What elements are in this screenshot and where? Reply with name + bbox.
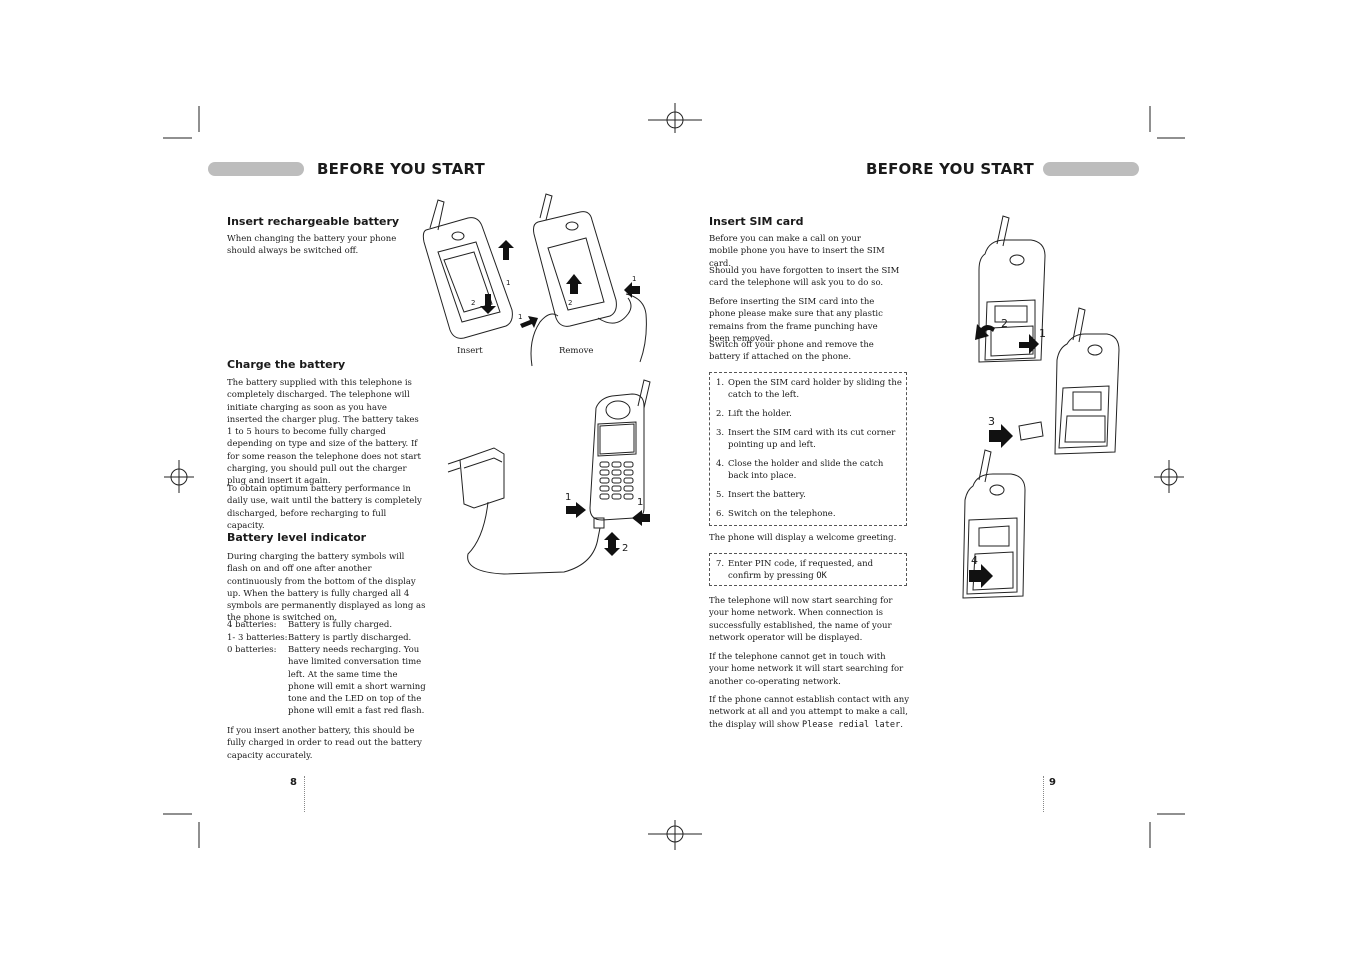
step-text: Insert the SIM card with its cut corner … — [728, 427, 896, 451]
sim-step: 2.Lift the holder. — [710, 408, 902, 420]
charge-battery-para1: The battery supplied with this telephone… — [227, 378, 421, 487]
insert-battery-text: When changing the battery your phone sho… — [227, 234, 397, 257]
label-sim-4: 4 — [971, 554, 978, 567]
after-para3: If the phone cannot establish contact wi… — [709, 694, 909, 731]
label-battery-1: 1 — [506, 279, 511, 287]
step-text: Lift the holder. — [728, 409, 792, 420]
after-para2: If the telephone cannot get in touch wit… — [709, 652, 904, 687]
header-bar-right — [1043, 162, 1139, 176]
label-remove-1a: 1 — [632, 275, 637, 283]
step-text: Close the holder and slide the catch bac… — [728, 458, 884, 482]
step-number: 1. — [716, 378, 725, 388]
caption-remove: Remove — [559, 346, 594, 356]
after-para3-end: . — [900, 719, 903, 730]
battery-state-key: 1- 3 batteries: — [227, 633, 288, 643]
ok-key-code: OK — [816, 571, 827, 582]
label-charger-1a: 1 — [565, 492, 572, 503]
heading-insert-battery: Insert rechargeable battery — [227, 215, 400, 228]
battery-state-value: Battery is fully charged. — [288, 620, 393, 630]
label-sim-3: 3 — [988, 415, 995, 428]
welcome-text: The phone will display a welcome greetin… — [709, 533, 897, 543]
sim-step: 1.Open the SIM card holder by sliding th… — [710, 377, 902, 402]
battery-state-empty: 0 batteries: Battery needs recharging. Y… — [227, 644, 428, 718]
sim-step: 4.Close the holder and slide the catch b… — [710, 458, 902, 483]
battery-state-value: Battery is partly discharged. — [288, 633, 412, 643]
step-number: 6. — [716, 508, 725, 519]
step-number: 5. — [716, 490, 725, 501]
label-sim-1: 1 — [1039, 327, 1046, 340]
charge-battery-para2: To obtain optimum battery performance in… — [227, 484, 422, 531]
step-text: Open the SIM card holder by sliding the … — [728, 378, 902, 401]
label-battery-2: 2 — [471, 299, 476, 307]
after-para1: The telephone will now start searching f… — [709, 596, 893, 643]
label-remove-1b: 1 — [518, 313, 523, 321]
after-para3-text: If the phone cannot establish contact wi… — [709, 695, 910, 730]
page-title-right: BEFORE YOU START — [866, 160, 1034, 178]
step-number: 4. — [716, 458, 725, 469]
step-number: 7. — [716, 559, 725, 569]
sim-insert-illustration — [962, 215, 1120, 599]
heading-battery-level: Battery level indicator — [227, 531, 367, 544]
page-title-left: BEFORE YOU START — [317, 160, 485, 178]
step-number: 2. — [716, 409, 725, 420]
sim-step: 5.Insert the battery. — [710, 489, 902, 501]
step-text: Switch on the telephone. — [728, 508, 836, 519]
sim-para2: Should you have forgotten to insert the … — [709, 266, 900, 289]
sim-step: 6.Switch on the telephone. — [710, 508, 902, 520]
battery-state-partial: 1- 3 batteries: Battery is partly discha… — [227, 632, 428, 644]
battery-state-full: 4 batteries: Battery is fully charged. — [227, 619, 428, 631]
sim-para4: Switch off your phone and remove the bat… — [709, 340, 874, 363]
step-text: Enter PIN code, if requested, and confir… — [728, 559, 874, 582]
label-sim-2: 2 — [1001, 317, 1008, 330]
page-divider-right — [1043, 776, 1044, 812]
label-remove-2: 2 — [568, 299, 573, 307]
page-divider-left — [304, 776, 305, 812]
heading-insert-sim: Insert SIM card — [709, 215, 804, 228]
sim-step: 3.Insert the SIM card with its cut corne… — [710, 427, 902, 452]
charger-illustration — [447, 379, 651, 575]
battery-level-para2: If you insert another battery, this shou… — [227, 726, 422, 761]
pin-step-box: 7.Enter PIN code, if requested, and conf… — [709, 553, 907, 586]
battery-state-value: Battery needs recharging. You have limit… — [288, 645, 426, 717]
label-charger-1b: 1 — [637, 497, 644, 508]
heading-charge-battery: Charge the battery — [227, 358, 346, 371]
battery-insert-remove-illustration — [422, 193, 647, 367]
page-number-left: 8 — [290, 777, 297, 788]
redial-message-code: Please redial later — [801, 719, 901, 730]
battery-state-key: 4 batteries: — [227, 620, 277, 630]
step-number: 3. — [716, 427, 725, 438]
battery-level-para1: During charging the battery symbols will… — [227, 552, 426, 624]
sim-para3: Before inserting the SIM card into the p… — [709, 297, 883, 344]
sim-step: 7.Enter PIN code, if requested, and conf… — [710, 558, 902, 583]
header-bar-left — [208, 162, 304, 176]
caption-insert: Insert — [457, 346, 483, 356]
battery-state-key: 0 batteries: — [227, 645, 277, 655]
step-text: Insert the battery. — [728, 490, 806, 501]
sim-para1: Before you can make a call on your mobil… — [709, 234, 885, 269]
label-charger-2: 2 — [622, 543, 629, 554]
sim-steps-box: 1.Open the SIM card holder by sliding th… — [709, 372, 907, 526]
page-number-right: 9 — [1049, 777, 1056, 788]
